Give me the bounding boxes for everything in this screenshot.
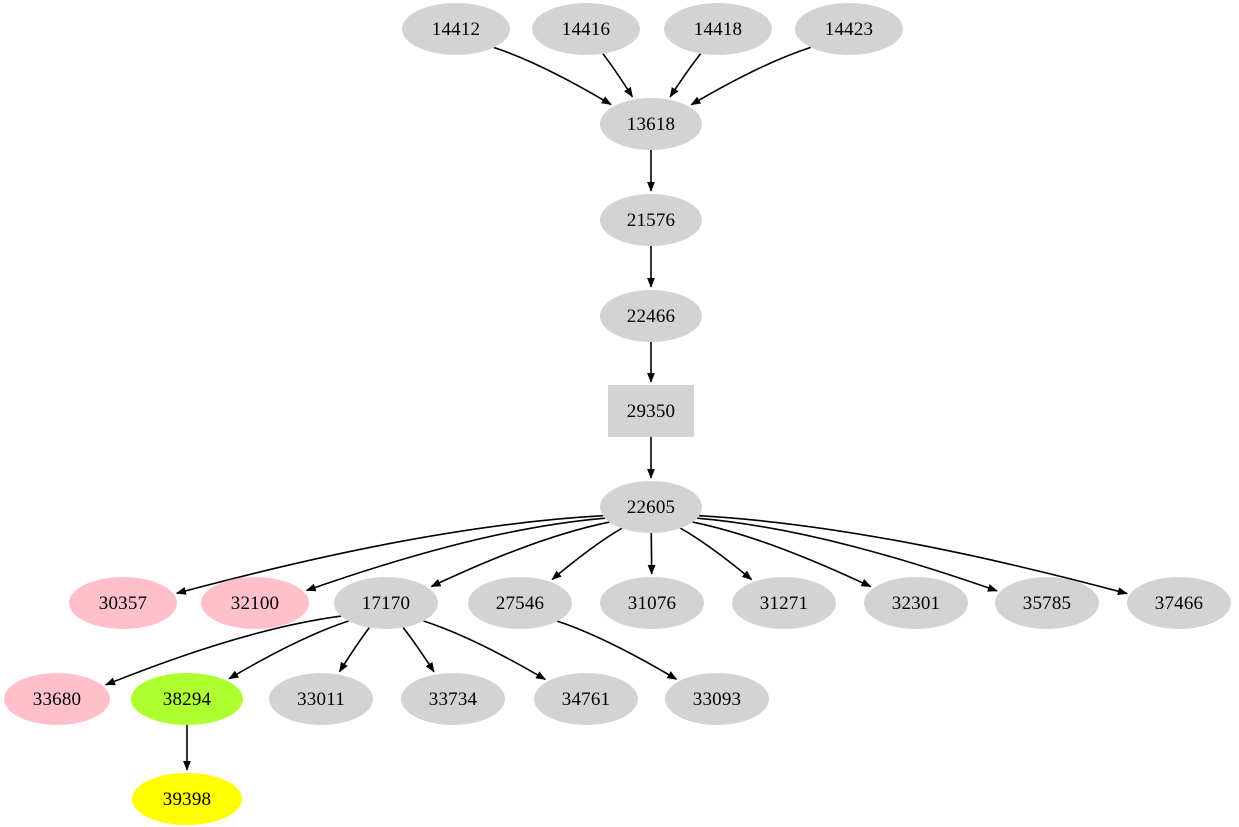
graph-edge-17170-to-38294 [228,620,349,680]
graph-node-33680[interactable]: 33680 [4,673,110,725]
graph-edge-22605-to-35785 [696,517,998,592]
graph-node-38294[interactable]: 38294 [131,673,243,725]
graph-edge-17170-to-34761 [423,620,547,681]
graph-node-label: 14416 [561,18,611,40]
graph-node-label: 22605 [626,496,676,518]
graph-node-label: 14418 [693,18,743,40]
graph-node-27546[interactable]: 27546 [468,577,572,629]
graph-node-label: 37466 [1154,592,1204,614]
graph-node-34761[interactable]: 34761 [534,673,638,725]
graph-edge-17170-to-33011 [338,627,370,673]
graph-node-35785[interactable]: 35785 [995,577,1099,629]
graph-node-32301[interactable]: 32301 [864,577,968,629]
graph-node-14418[interactable]: 14418 [664,3,772,55]
graph-node-label: 29350 [626,400,676,422]
graph-node-label: 27546 [495,592,545,614]
graph-node-22466[interactable]: 22466 [600,290,702,342]
graph-edge-17170-to-33734 [402,627,435,673]
graph-node-label: 31271 [759,592,809,614]
graph-edge-14418-to-13618 [669,53,702,98]
graph-edge-22605-to-17170 [430,521,610,588]
graph-node-13618[interactable]: 13618 [600,98,702,150]
graph-node-label: 21576 [626,209,676,231]
graph-node-22605[interactable]: 22605 [600,481,702,533]
graph-node-21576[interactable]: 21576 [600,194,702,246]
graph-node-39398[interactable]: 39398 [132,773,242,825]
graph-node-label: 14412 [431,18,481,40]
graph-edge-22605-to-37466 [698,514,1128,596]
graph-edge-22605-to-27546 [551,527,623,581]
graph-node-14423[interactable]: 14423 [795,3,903,55]
graph-node-label: 38294 [162,688,212,710]
graph-node-label: 32100 [230,592,280,614]
graph-node-33093[interactable]: 33093 [665,673,769,725]
graph-node-17170[interactable]: 17170 [334,577,438,629]
graph-edge-14412-to-13618 [493,46,612,106]
graph-node-30357[interactable]: 30357 [69,577,177,629]
graph-edge-27546-to-33093 [556,620,678,681]
graph-node-label: 33734 [428,688,478,710]
graph-node-label: 34761 [561,688,611,710]
graph-node-label: 14423 [824,18,874,40]
graph-node-label: 22466 [626,305,676,327]
graph-node-label: 33093 [692,688,742,710]
graph-node-14412[interactable]: 14412 [402,3,510,55]
graph-node-label: 30357 [98,592,148,614]
graph-edge-22605-to-32100 [305,517,606,592]
graph-edge-22605-to-32301 [692,521,872,588]
graph-node-31271[interactable]: 31271 [732,577,836,629]
graph-node-29350[interactable]: 29350 [608,385,694,437]
graph-node-14416[interactable]: 14416 [532,3,640,55]
graph-node-label: 32301 [891,592,941,614]
graph-node-label: 33011 [297,688,345,710]
graph-node-37466[interactable]: 37466 [1127,577,1231,629]
graph-node-label: 13618 [626,113,676,135]
edges-group [105,46,1128,771]
graph-node-32100[interactable]: 32100 [201,577,309,629]
graph-node-33011[interactable]: 33011 [269,673,373,725]
graph-node-label: 35785 [1022,592,1072,614]
graph-node-31076[interactable]: 31076 [600,577,704,629]
graph-edge-22605-to-31271 [680,527,753,581]
graph-node-label: 39398 [162,788,212,810]
graph-edge-17170-to-33680 [105,615,342,686]
graph-node-label: 33680 [32,688,82,710]
graph-node-label: 17170 [361,592,411,614]
graph-edge-14416-to-13618 [602,53,634,98]
graph-node-label: 31076 [627,592,677,614]
graph-edge-14423-to-13618 [690,46,811,106]
graph-node-33734[interactable]: 33734 [401,673,505,725]
